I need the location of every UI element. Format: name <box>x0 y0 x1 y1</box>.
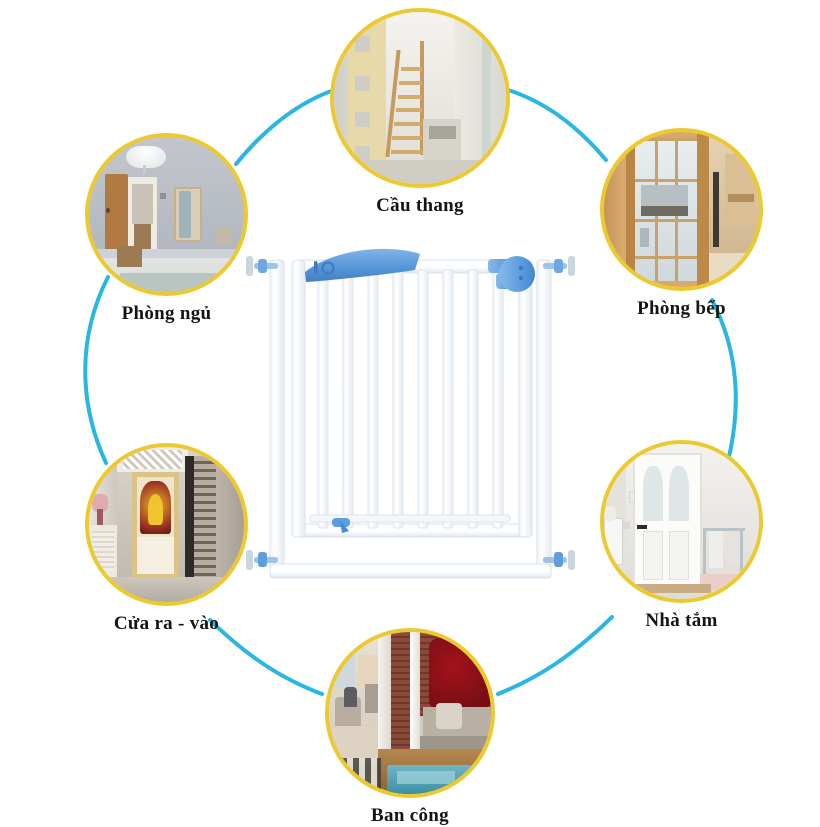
gate-vertical-bars <box>317 269 504 529</box>
gate-bottom-foot-latch <box>332 518 350 533</box>
connector-balcony-entrance <box>208 618 324 696</box>
connector-bathroom-balcony <box>496 615 614 696</box>
node-label-balcony: Ban công <box>371 805 449 826</box>
node-balcony[interactable]: Ban công <box>325 628 495 827</box>
node-label-bathroom: Nhà tắm <box>645 610 718 631</box>
gate-base-bar <box>269 563 552 579</box>
node-bathroom[interactable]: Nhà tắm <box>600 440 763 632</box>
photo-circle-stairs <box>330 8 510 188</box>
node-label-stairs: Cầu thang <box>376 195 464 216</box>
scene-bedroom <box>89 137 244 292</box>
gate-left-post <box>269 259 285 579</box>
gate-blue-hinge <box>488 256 535 292</box>
node-bedroom[interactable]: Phòng ngủ <box>85 133 248 325</box>
scene-stairway <box>334 12 506 184</box>
photo-circle-bathroom <box>600 440 763 603</box>
scene-bathroom <box>604 444 759 599</box>
scene-balcony <box>329 632 491 794</box>
gate-blue-handle-latch <box>305 248 420 282</box>
gate-mount-screw-top-left <box>246 256 278 276</box>
node-stairs[interactable]: Cầu thang <box>330 8 510 217</box>
gate-mount-screw-bottom-left <box>246 550 278 570</box>
node-entrance[interactable]: Cửa ra - vào <box>85 443 248 635</box>
connector-stairs-kitchen <box>503 87 608 162</box>
node-label-kitchen: Phòng bếp <box>637 298 726 319</box>
gate-mount-screw-top-right <box>543 256 575 276</box>
node-label-bedroom: Phòng ngủ <box>121 303 212 324</box>
connector-bedroom-stairs <box>234 88 336 166</box>
connector-entrance-bedroom <box>83 275 110 465</box>
node-kitchen[interactable]: Phòng bếp <box>600 128 763 320</box>
node-label-entrance: Cửa ra - vào <box>113 613 220 634</box>
photo-circle-kitchen <box>600 128 763 291</box>
scene-kitchen <box>604 132 759 287</box>
gate-lower-crossbar <box>309 514 511 523</box>
photo-circle-entrance <box>85 443 248 606</box>
gate-mount-screw-bottom-right <box>543 550 575 570</box>
photo-circle-balcony <box>325 628 495 798</box>
baby-safety-gate-product-image <box>240 230 580 590</box>
scene-entrance <box>89 447 244 602</box>
gate-right-post <box>536 259 552 579</box>
photo-circle-bedroom <box>85 133 248 296</box>
